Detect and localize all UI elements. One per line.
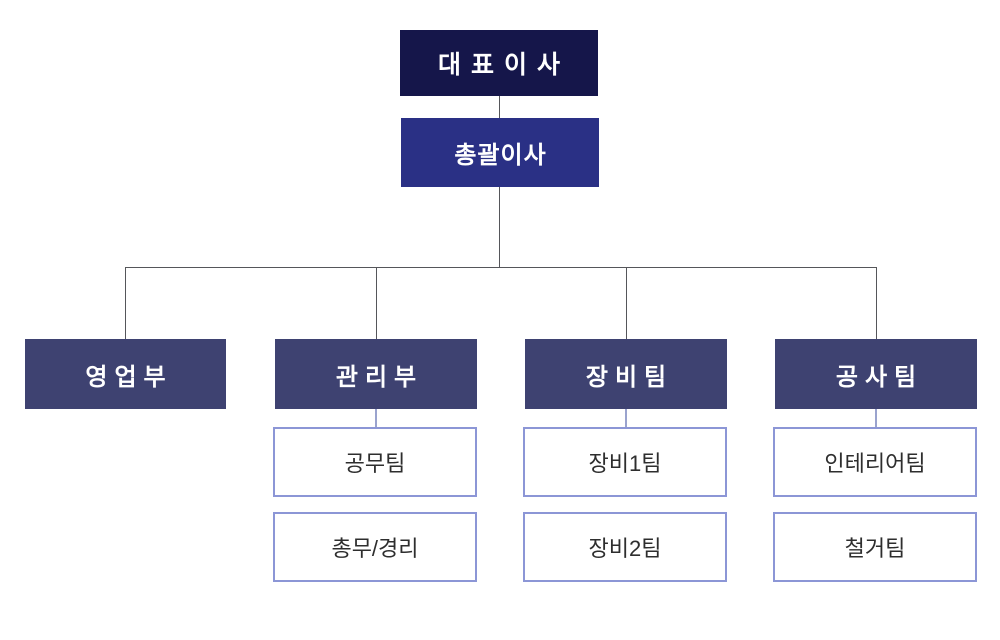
box-team-demolition-label: 철거팀 — [844, 536, 906, 561]
box-team-general-affairs-accounting-label: 총무/경리 — [331, 536, 419, 561]
connector-director-to-bus — [499, 187, 500, 267]
box-dept-sales-label: 영업부 — [85, 363, 173, 391]
connector-drop-admin — [376, 267, 377, 339]
box-team-equipment-2-label: 장비2팀 — [588, 536, 662, 561]
box-dept-admin-label: 관리부 — [335, 363, 424, 391]
box-ceo: 대표이사 — [400, 30, 598, 96]
box-team-equipment-1-label: 장비1팀 — [588, 451, 662, 476]
box-dept-admin: 관리부 — [275, 339, 477, 409]
box-team-engineering-affairs: 공무팀 — [273, 427, 477, 497]
connector-drop-equipment — [626, 267, 627, 339]
box-executive-director: 총괄이사 — [401, 118, 599, 187]
connector-construction-to-teams — [875, 409, 877, 427]
box-team-interior: 인테리어팀 — [773, 427, 977, 497]
box-team-interior-label: 인테리어팀 — [824, 451, 926, 476]
box-team-demolition: 철거팀 — [773, 512, 977, 582]
box-ceo-label: 대표이사 — [437, 51, 570, 79]
connector-horizontal-bus — [125, 267, 877, 268]
box-dept-equipment: 장비팀 — [525, 339, 727, 409]
box-dept-sales: 영업부 — [25, 339, 226, 409]
box-dept-construction-label: 공사팀 — [835, 363, 924, 391]
connector-drop-sales — [125, 267, 126, 339]
connector-ceo-to-director — [499, 96, 500, 118]
box-team-equipment-2: 장비2팀 — [523, 512, 727, 582]
box-dept-equipment-label: 장비팀 — [585, 363, 674, 391]
connector-drop-construction — [876, 267, 877, 339]
box-dept-construction: 공사팀 — [775, 339, 977, 409]
connector-admin-to-teams — [375, 409, 377, 427]
box-team-general-affairs-accounting: 총무/경리 — [273, 512, 477, 582]
connector-equipment-to-teams — [625, 409, 627, 427]
box-executive-director-label: 총괄이사 — [454, 142, 547, 169]
box-team-engineering-affairs-label: 공무팀 — [344, 451, 406, 476]
box-team-equipment-1: 장비1팀 — [523, 427, 727, 497]
